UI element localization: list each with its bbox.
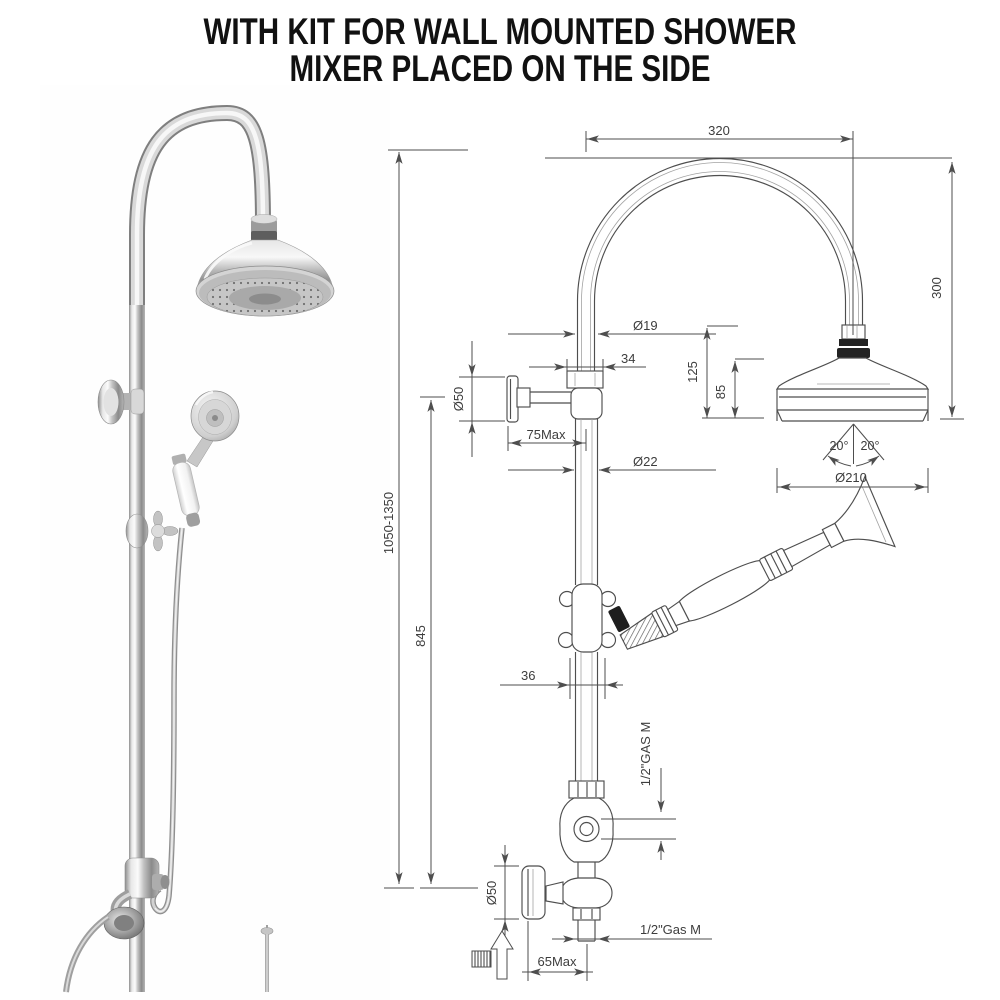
- dim-bracket-dia: Ø50: [451, 387, 466, 412]
- photo-wall-bracket: [97, 379, 145, 425]
- title-line-1: WITH KIT FOR WALL MOUNTED SHOWER: [203, 11, 797, 52]
- photo-background: [40, 85, 390, 1000]
- technical-drawing-svg: 320 300 Ø19 34 125 85 Ø50 75Max Ø22 20° …: [381, 123, 964, 981]
- dimension-labels: 320 300 Ø19 34 125 85 Ø50 75Max Ø22 20° …: [381, 123, 944, 969]
- dim-pipe-dia-lower: Ø22: [633, 454, 658, 469]
- dim-spray-angle-left: 20°: [830, 439, 849, 453]
- dim-bracket-reach: 75Max: [526, 427, 566, 442]
- hand-shower-drawn: [557, 475, 896, 653]
- dim-holder-width: 36: [521, 668, 535, 683]
- title-line-2: MIXER PLACED ON THE SIDE: [289, 48, 711, 89]
- holder-clamp: [608, 606, 630, 632]
- photo-shower-hose: [150, 527, 185, 915]
- wall-hatch-icon: [471, 950, 492, 968]
- photo-gooseneck-arc: [129, 104, 271, 322]
- dim-head-offset-v: 125: [685, 361, 700, 383]
- photo-hose-outlet: [260, 925, 274, 992]
- mixer-assembly-drawn: [521, 780, 676, 942]
- dim-wall-flange-dia: Ø50: [484, 881, 499, 906]
- dim-bottom-connection: 1/2"Gas M: [640, 922, 701, 937]
- photo-riser-pipe: [129, 305, 145, 992]
- arc-tube: [576, 157, 864, 371]
- dim-union-width: 34: [621, 351, 635, 366]
- dim-pipe-dia-upper: Ø19: [633, 318, 658, 333]
- dim-outlet-height: 845: [413, 625, 428, 647]
- dim-wall-offset: 65Max: [537, 954, 577, 969]
- photo-cross-handle-holder: [125, 510, 179, 552]
- dim-column-height: 1050-1350: [381, 492, 396, 554]
- dim-side-connection: 1/2"GAS M: [638, 722, 653, 787]
- page-title: WITH KIT FOR WALL MOUNTED SHOWER MIXER P…: [100, 13, 900, 87]
- drawing-objects: [506, 157, 930, 942]
- wall-bracket-drawn: [506, 375, 571, 423]
- photo-diverter: [124, 857, 170, 899]
- dim-head-drop: 300: [929, 277, 944, 299]
- rain-head-drawn: [775, 324, 930, 422]
- photo-hand-shower: [171, 390, 240, 527]
- dim-arc-width: 320: [708, 123, 730, 138]
- spray-angle: [822, 423, 885, 467]
- dim-head-height: 85: [713, 385, 728, 399]
- dim-spray-angle-right: 20°: [861, 439, 880, 453]
- riser-pipe: [566, 370, 604, 781]
- dimension-lines: [384, 131, 964, 981]
- product-photo-svg: [40, 85, 390, 1000]
- dim-head-dia: Ø210: [835, 470, 867, 485]
- photo-wall-elbow: [63, 889, 145, 993]
- flow-up-arrow-icon: [490, 930, 514, 980]
- technical-drawing: 320 300 Ø19 34 125 85 Ø50 75Max Ø22 20° …: [375, 95, 985, 1000]
- photo-rain-head: [195, 214, 335, 317]
- product-photo: [40, 85, 390, 1000]
